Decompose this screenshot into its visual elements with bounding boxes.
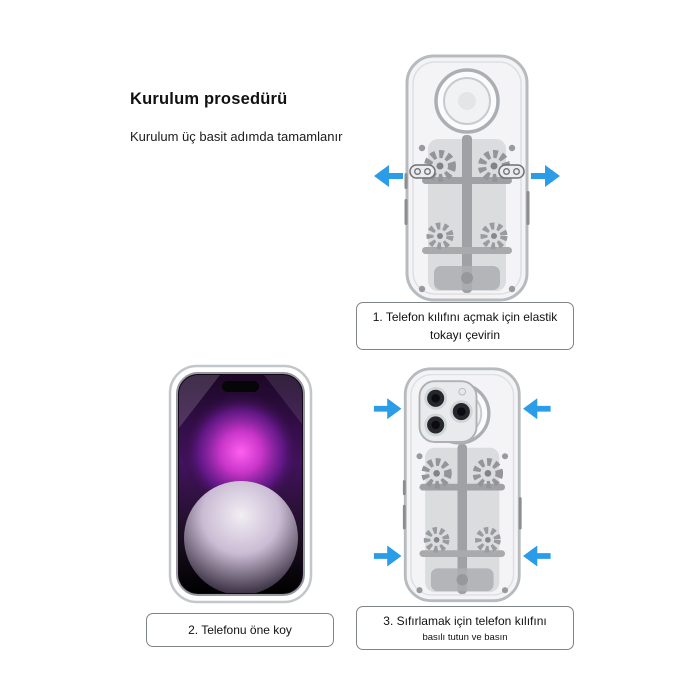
camera-ring — [434, 68, 500, 134]
step3-caption-line2: basılı tutun ve basın — [422, 632, 508, 643]
step3-caption-line1: 3. Sıfırlamak için telefon kılıfını — [383, 614, 547, 628]
step2-phone-front-figure — [168, 364, 313, 604]
phone-wallpaper — [179, 375, 302, 593]
step1-caption-line2: tokayı çevirin — [429, 328, 501, 342]
step3-case-reset-figure — [373, 367, 551, 603]
step3-caption: 3. Sıfırlamak için telefon kılıfını bası… — [356, 606, 574, 651]
gear-mechanism — [419, 135, 515, 293]
arrow-right-icon — [531, 165, 560, 187]
camera-module — [418, 380, 478, 443]
elastic-buckle-left — [409, 164, 436, 179]
arrow-top-right-icon — [523, 398, 551, 420]
arrow-left-icon — [374, 165, 403, 187]
step2-caption-line1: 2. Telefonu öne koy — [188, 623, 292, 637]
step1-caption-line1: 1. Telefon kılıfını açmak için elastik — [372, 310, 558, 324]
arrow-bottom-right-icon — [523, 545, 551, 567]
arrow-bottom-left-icon — [373, 545, 402, 567]
step1-case-back-figure — [374, 54, 560, 302]
step1-caption: 1. Telefon kılıfını açmak için elastik t… — [356, 302, 574, 350]
dynamic-island — [222, 381, 259, 392]
arrow-top-left-icon — [373, 398, 402, 420]
step2-caption: 2. Telefonu öne koy — [146, 613, 334, 647]
page-subtitle: Kurulum üç basit adımda tamamlanır — [130, 129, 343, 144]
elastic-buckle-right — [498, 164, 525, 179]
page-title: Kurulum prosedürü — [130, 90, 288, 108]
gear-mechanism — [416, 444, 508, 594]
